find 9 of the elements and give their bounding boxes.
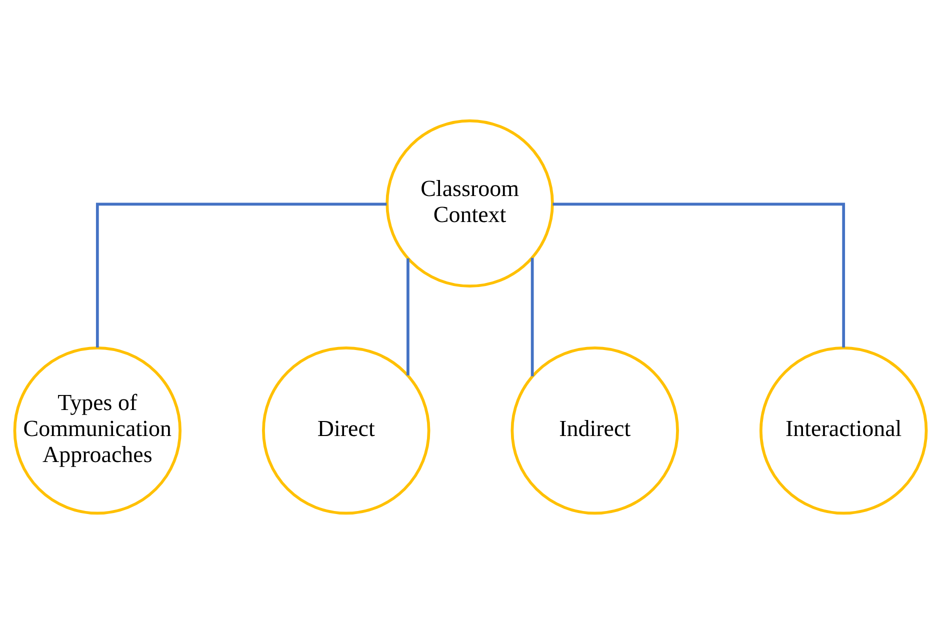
connector — [96, 202, 387, 348]
connector — [530, 258, 534, 376]
connector — [552, 202, 846, 348]
node-circle: Direct — [262, 346, 430, 515]
node-circle: Classroom Context — [386, 119, 554, 288]
node-circle: Types of Communication Approaches — [13, 346, 182, 515]
connector — [406, 258, 410, 376]
node-circle: Indirect — [510, 346, 679, 515]
node-circle: Interactional — [759, 346, 928, 515]
